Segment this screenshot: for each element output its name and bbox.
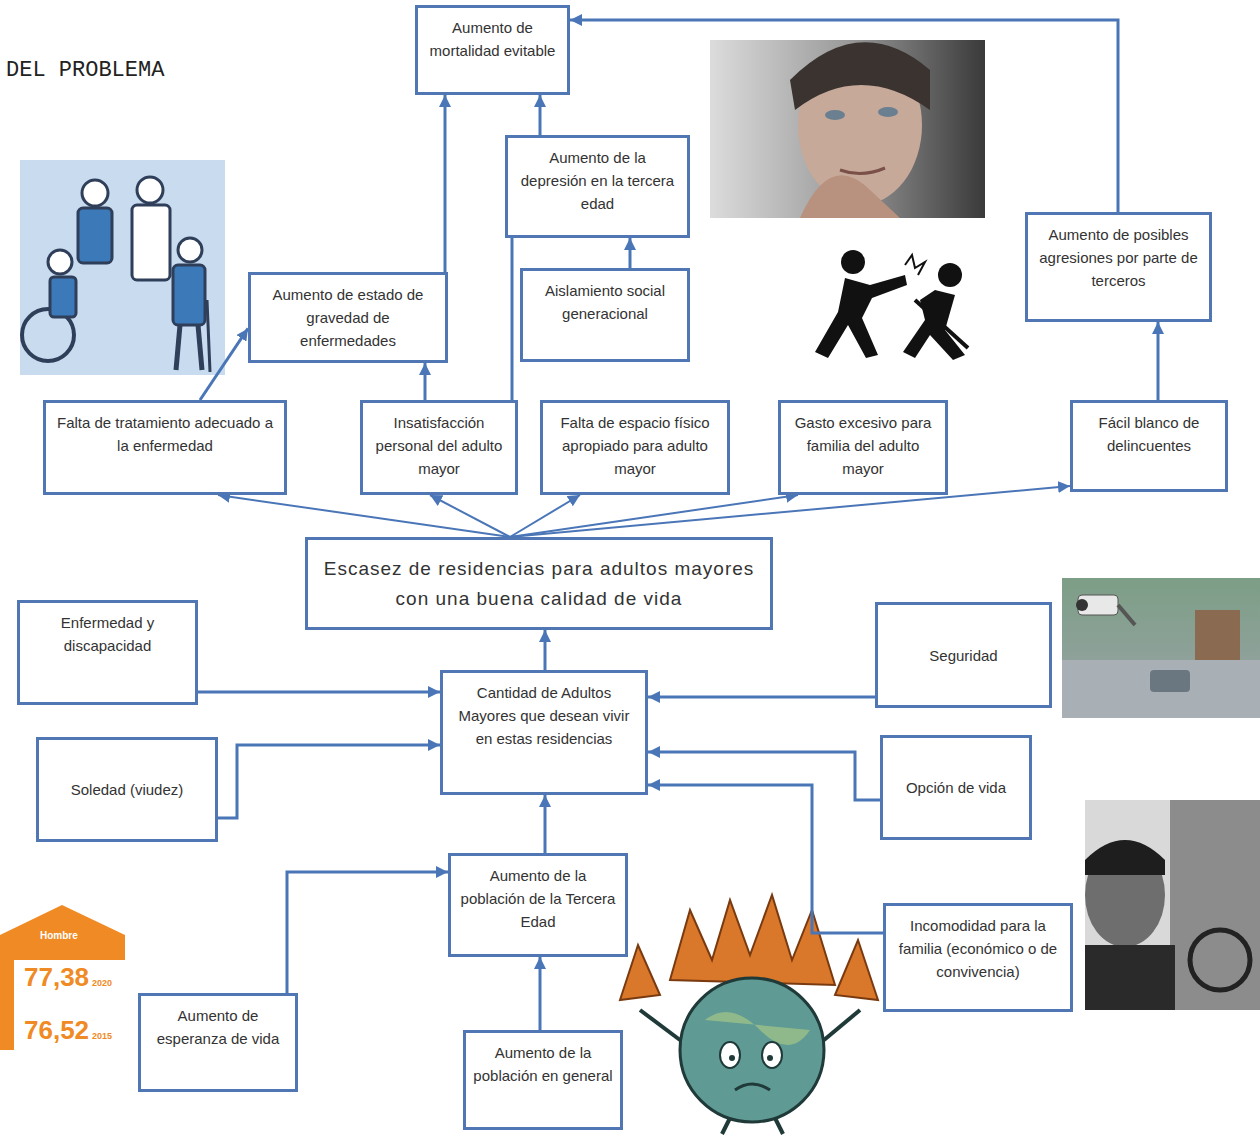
problem-tree-box: Soledad (viudez): [36, 737, 218, 842]
problem-tree-box: Falta de espacio físico apropiado para a…: [540, 400, 730, 495]
cause-effect-arrow: [648, 752, 880, 800]
box-text: Incomodidad para la familia (económico o…: [893, 914, 1063, 983]
cause-effect-arrow: [511, 238, 514, 400]
box-text: Falta de espacio físico apropiado para a…: [550, 411, 720, 480]
box-text: Opción de vida: [906, 776, 1006, 799]
aggression-pictogram: [815, 250, 968, 360]
problem-tree-box: Opción de vida: [880, 735, 1032, 840]
problem-tree-box: Fácil blanco de delincuentes: [1070, 400, 1228, 492]
cause-effect-arrow: [544, 630, 547, 670]
box-text: Enfermedad y discapacidad: [27, 611, 188, 657]
cause-effect-arrow: [218, 745, 440, 818]
box-text: Seguridad: [929, 644, 997, 667]
cause-effect-arrow: [200, 328, 248, 400]
problem-tree-box: Cantidad de Adultos Mayores que desean v…: [440, 670, 648, 795]
box-text: Aislamiento social generacional: [530, 279, 680, 325]
title-fragment: DEL PROBLEMA: [6, 58, 164, 83]
problem-tree-box: Aumento de mortalidad evitable: [415, 5, 570, 95]
cause-effect-arrow: [648, 785, 883, 933]
box-text: Aumento de mortalidad evitable: [425, 16, 560, 62]
cause-effect-arrow: [539, 957, 542, 1030]
problem-tree-box: Falta de tratamiento adecuado a la enfer…: [43, 400, 287, 495]
problem-tree-box: Aislamiento social generacional: [520, 268, 690, 362]
problem-tree-box: Aumento de la población en general: [463, 1030, 623, 1130]
box-text: Aumento de la población de la Tercera Ed…: [458, 864, 618, 933]
box-text: Aumento de la población en general: [473, 1041, 613, 1087]
problem-tree-box: Seguridad: [875, 602, 1052, 708]
cause-effect-arrow: [430, 495, 510, 537]
year-label: 2020: [92, 978, 112, 988]
problem-tree-box: Aumento de la población de la Tercera Ed…: [448, 853, 628, 957]
cause-effect-arrow: [1157, 322, 1160, 400]
cause-effect-arrow: [648, 696, 875, 699]
security-photo: [1062, 578, 1260, 718]
problem-tree-box: Incomodidad para la familia (económico o…: [883, 903, 1073, 1012]
box-text: Insatisfacción personal del adulto mayor: [370, 411, 508, 480]
box-text: Falta de tratamiento adecuado a la enfer…: [53, 411, 277, 457]
cause-effect-arrow: [218, 495, 510, 537]
box-text: Aumento de posibles agresiones por parte…: [1035, 223, 1202, 292]
cause-effect-arrow: [510, 495, 798, 537]
cause-effect-arrow: [444, 95, 447, 272]
year-label: 2015: [92, 1031, 112, 1041]
problem-tree-box: Aumento de posibles agresiones por parte…: [1025, 212, 1212, 322]
problem-tree-box: Aumento de esperanza de vida: [138, 993, 298, 1092]
box-text: Aumento de esperanza de vida: [148, 1004, 288, 1050]
box-text: Escasez de residencias para adultos mayo…: [315, 554, 763, 614]
box-text: Cantidad de Adultos Mayores que desean v…: [450, 681, 638, 750]
elderly-woman-photo: [710, 40, 985, 218]
value-label: 77,38: [24, 962, 89, 993]
series-label: Hombre: [40, 930, 78, 941]
box-text: Aumento de la depresión en la tercera ed…: [515, 146, 680, 215]
box-text: Gasto excesivo para familia del adulto m…: [788, 411, 938, 480]
box-text: Fácil blanco de delincuentes: [1080, 411, 1218, 457]
problem-tree-box: Aumento de la depresión en la tercera ed…: [505, 135, 690, 238]
core-problem-box: Escasez de residencias para adultos mayo…: [305, 537, 773, 630]
cause-effect-arrow: [539, 95, 542, 135]
cause-effect-arrow: [544, 795, 547, 853]
value-label: 76,52: [24, 1015, 89, 1046]
suffering-world-cartoon: [620, 895, 878, 1134]
problem-tree-box: Enfermedad y discapacidad: [17, 600, 198, 705]
cause-effect-arrow: [629, 238, 632, 268]
cause-effect-arrow: [287, 872, 448, 993]
box-text: Soledad (viudez): [71, 778, 184, 801]
medical-pictogram: [20, 160, 225, 375]
life-expectancy-arrow: [0, 905, 125, 1060]
box-text: Aumento de estado de gravedad de enferme…: [258, 283, 438, 352]
cause-effect-arrow: [198, 691, 440, 694]
cause-effect-arrow: [424, 363, 427, 400]
problem-tree-box: Insatisfacción personal del adulto mayor: [360, 400, 518, 495]
problem-tree-box: Gasto excesivo para familia del adulto m…: [778, 400, 948, 495]
problem-tree-box: Aumento de estado de gravedad de enferme…: [248, 272, 448, 363]
elderly-man-photo: [1085, 800, 1260, 1010]
